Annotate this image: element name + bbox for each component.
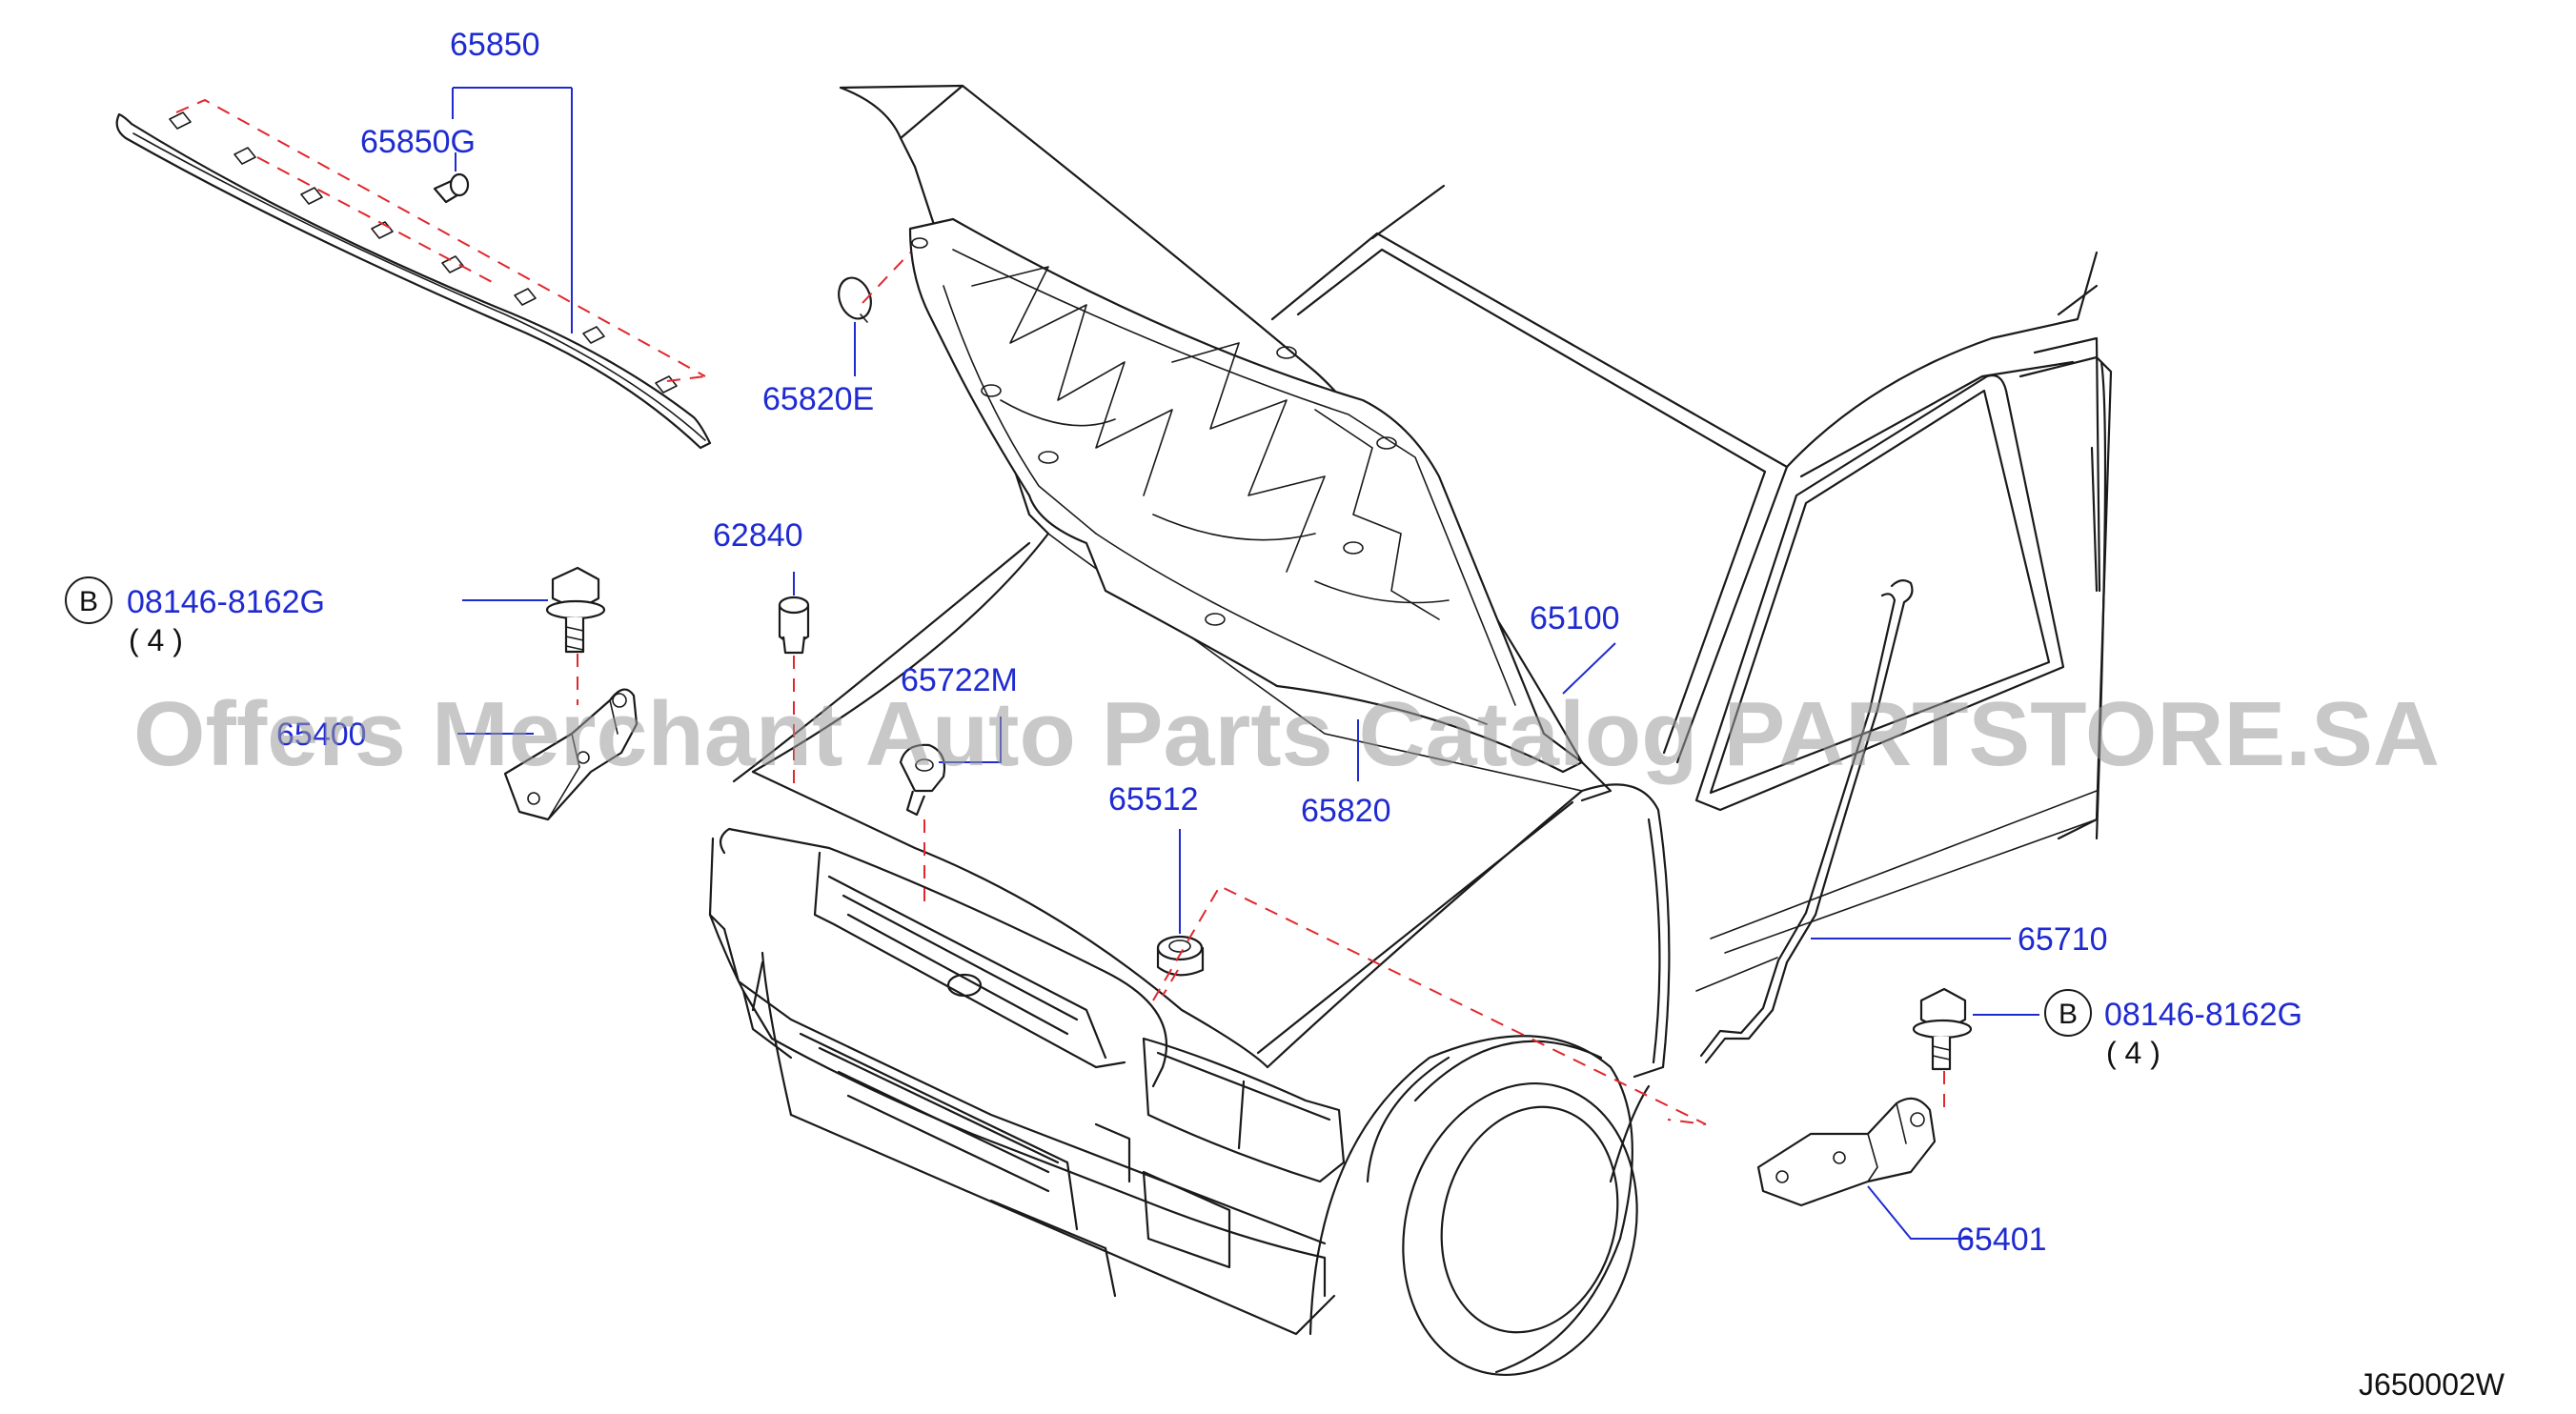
label-65100: 65100 xyxy=(1530,600,1620,636)
seal-clip-row xyxy=(169,111,678,394)
label-65820: 65820 xyxy=(1301,793,1391,829)
rubber-bumper-65512 xyxy=(1156,935,1205,977)
bolt-right xyxy=(1912,987,1973,1071)
bolt-qty-right: ( 4 ) xyxy=(2106,1036,2160,1070)
assembly-guides xyxy=(175,98,1945,1125)
bolt-left xyxy=(545,566,606,654)
label-65512: 65512 xyxy=(1108,781,1199,818)
label-62840: 62840 xyxy=(713,517,803,554)
label-65400: 65400 xyxy=(276,717,367,753)
hood-hinge-left-65400 xyxy=(503,688,639,821)
label-65722m: 65722M xyxy=(901,662,1018,698)
hood-stay-rod-65710 xyxy=(1699,579,1914,1064)
label-65710: 65710 xyxy=(2018,921,2108,958)
grommet-65820e xyxy=(838,276,872,323)
bolt-code-left: 08146-8162G xyxy=(127,584,325,620)
bumper-stop-62840 xyxy=(778,596,810,655)
part-labels: 65850 65850G 65820E 62840 65722M 65400 6… xyxy=(276,27,2108,1258)
bolt-qty-left: ( 4 ) xyxy=(129,623,183,657)
label-65850g: 65850G xyxy=(360,124,476,160)
bolt-callout-left: B 08146-8162G ( 4 ) xyxy=(65,576,325,657)
hood-striker-65722m xyxy=(899,743,946,817)
hood-seal-strip xyxy=(115,111,712,450)
bolt-letter-left: B xyxy=(79,586,98,617)
bolt-letter-right: B xyxy=(2059,999,2078,1030)
seal-clip-65850g xyxy=(433,172,470,204)
label-65820e: 65820E xyxy=(762,381,874,417)
bolt-code-right: 08146-8162G xyxy=(2104,997,2302,1033)
hood-hinge-right-65401 xyxy=(1756,1097,1937,1207)
vehicle-illustration xyxy=(708,184,2113,1377)
diagram-code: J650002W xyxy=(2359,1367,2505,1402)
label-65401: 65401 xyxy=(1957,1222,2047,1258)
leader-lines xyxy=(452,87,2039,1240)
hood-panel xyxy=(839,84,1613,802)
label-65850: 65850 xyxy=(450,27,540,63)
bolt-callout-right: B 08146-8162G ( 4 ) xyxy=(2044,989,2302,1070)
watermark-text: Offers Merchant Auto Parts Catalog PARTS… xyxy=(133,683,2440,785)
